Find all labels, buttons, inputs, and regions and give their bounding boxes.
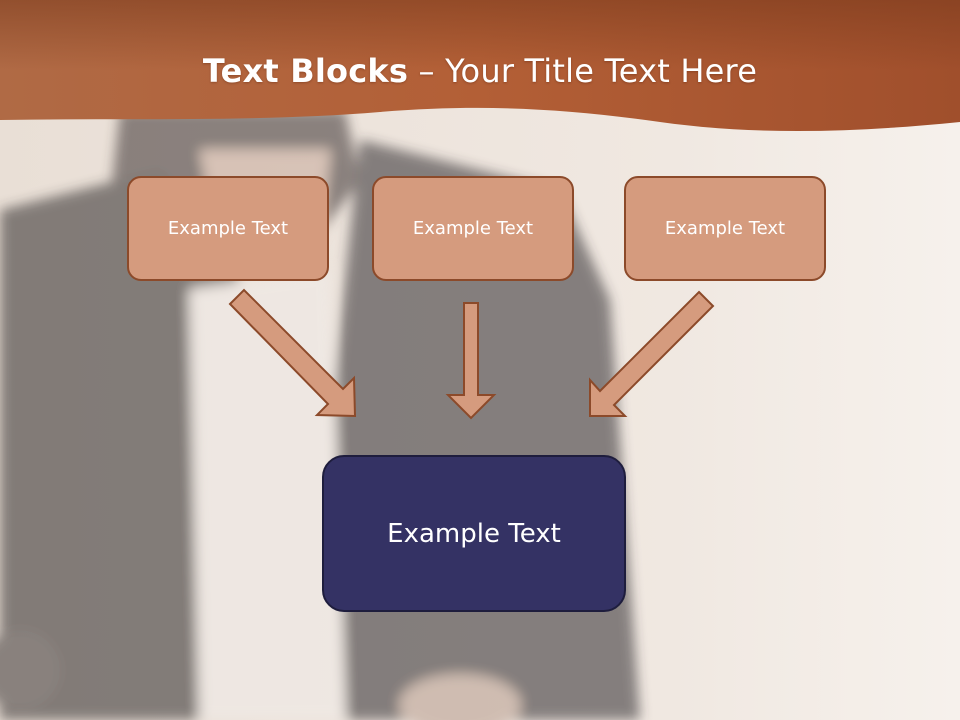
title-dash: – (408, 52, 446, 90)
text-block-right-label: Example Text (664, 218, 786, 239)
text-block-bottom: Example Text (322, 455, 626, 612)
text-block-bottom-label: Example Text (387, 518, 561, 549)
text-block-center: Example Text (372, 176, 574, 281)
text-block-center-label: Example Text (412, 218, 534, 239)
arrow-right (589, 290, 715, 417)
title-rest: Your Title Text Here (445, 52, 758, 90)
slide-title: Text Blocks – Your Title Text Here (0, 52, 960, 90)
arrow-left (228, 288, 357, 418)
text-block-right: Example Text (624, 176, 826, 281)
text-block-left-label: Example Text (167, 218, 289, 239)
text-block-left: Example Text (127, 176, 329, 281)
arrow-center (445, 302, 497, 420)
title-bold-part: Text Blocks (202, 52, 409, 90)
